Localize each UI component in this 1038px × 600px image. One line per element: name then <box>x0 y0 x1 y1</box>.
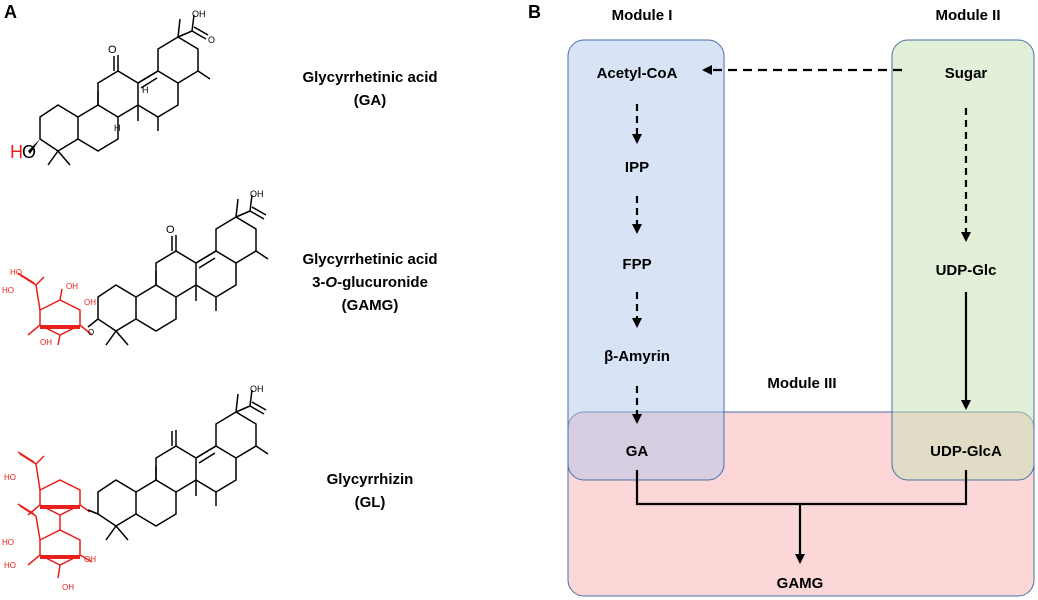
ga-carbonyl-label: O <box>108 44 117 56</box>
gamg-carbonyl-label: O <box>166 224 175 236</box>
node-gamg: GAMG <box>777 575 824 592</box>
compound-name-gl-text: Glycyrrhizin <box>326 471 414 488</box>
gl-oh-acid-label: OH <box>250 384 264 394</box>
node-sugar: Sugar <box>945 65 988 82</box>
compound-name-gl: Glycyrrhizin (GL) <box>280 468 460 514</box>
gamg-oh-label-2: OH <box>84 298 96 307</box>
compound-abbrev-gl: (GL) <box>354 494 386 511</box>
node-acetyl-coa: Acetyl-CoA <box>597 65 678 82</box>
gl-ho-label-2: HO <box>2 538 14 547</box>
connector-ga-udpglca <box>635 470 968 506</box>
panel-a-letter: A <box>4 2 17 22</box>
gamg-prefix: 3- <box>312 274 326 291</box>
gamg-oh-label-1: OH <box>66 282 78 291</box>
arrows <box>632 65 971 564</box>
gl-ho-label-1: HO <box>4 473 16 482</box>
compound-name-gamg: Glycyrrhetinic acid 3-O-glucuronide (GAM… <box>280 248 460 317</box>
compound-name-ga-text: Glycyrrhetinic acid <box>302 69 438 86</box>
ga-ho-h-label: H <box>10 142 23 162</box>
module-2-title: Module II <box>936 7 1001 24</box>
ga-h-label-1: H <box>114 123 121 133</box>
compound-name-gamg-line2: 3-O-glucuronide <box>280 271 460 294</box>
ga-structure: H O O H H OH O <box>10 9 215 166</box>
gamg-structure: HO HO OH OH OH O O <box>2 189 269 347</box>
module-3-title: Module III <box>767 375 836 392</box>
gamg-suffix: -glucuronide <box>337 274 428 291</box>
node-fpp: FPP <box>622 256 651 273</box>
gl-structure: HO HO HO OH OH OH <box>2 384 269 592</box>
gl-diglucuronide <box>17 451 93 579</box>
ga-oh-label: OH <box>192 9 206 19</box>
node-udp-glca: UDP-GlcA <box>930 443 1002 460</box>
ga-ho-o-label: O <box>22 142 36 162</box>
ga-h-label-2: H <box>142 85 149 95</box>
compound-name-gamg-line1: Glycyrrhetinic acid <box>302 251 438 268</box>
node-udp-glc: UDP-Glc <box>936 262 997 279</box>
gl-oh-label-2: OH <box>62 583 74 592</box>
module-2-box <box>891 39 1035 481</box>
gl-ho-label-3: HO <box>4 561 16 570</box>
module-1-box <box>567 39 725 481</box>
gl-oh-label-1: OH <box>84 555 96 564</box>
gamg-glucuronide <box>17 272 93 346</box>
panel-b-letter: B <box>528 2 541 22</box>
compound-abbrev-gamg: (GAMG) <box>341 297 399 314</box>
ga-acid-o-label: O <box>208 35 215 45</box>
gamg-oh-label-3: OH <box>40 338 52 347</box>
compound-name-ga: Glycyrrhetinic acid (GA) <box>280 66 460 112</box>
gamg-ho-label-2: HO <box>2 286 14 295</box>
gamg-ho-label-1: HO <box>10 268 22 277</box>
node-ga: GA <box>626 443 649 460</box>
gamg-oh-acid-label: OH <box>250 189 264 199</box>
panel-a: H O O H H OH O HO HO OH OH OH O <box>2 9 269 592</box>
gamg-o-link-label: O <box>88 328 94 337</box>
gamg-o-italic: O <box>325 274 338 291</box>
module-1-title: Module I <box>612 7 673 24</box>
compound-abbrev-ga: (GA) <box>353 92 387 109</box>
node-beta-amyrin: β-Amyrin <box>604 348 670 365</box>
panel-b: Module I Module II Module III Acetyl-CoA… <box>567 7 1035 597</box>
node-ipp: IPP <box>625 159 649 176</box>
